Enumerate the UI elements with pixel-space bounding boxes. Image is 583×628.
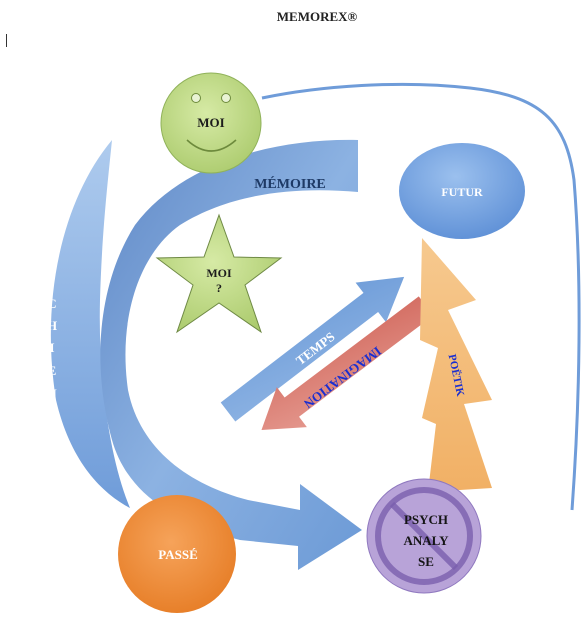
- le-chien-letter: C: [47, 296, 56, 311]
- le-chien-letter: L: [48, 231, 57, 246]
- right-eye-icon: [221, 93, 231, 103]
- star-label-line2: ?: [216, 281, 222, 295]
- star-label-line1: MOI: [206, 266, 232, 280]
- psychanalyse-line1: PSYCH: [404, 512, 448, 527]
- imagination-arrow: [261, 296, 434, 430]
- left-eye-icon: [191, 93, 201, 103]
- prohibition-slash-icon: [389, 501, 459, 571]
- moi-star: [155, 213, 283, 334]
- moi-smiley: [160, 72, 262, 174]
- moi-label: MOI: [197, 115, 224, 130]
- text-cursor: [6, 34, 7, 47]
- memoire-arrow: [100, 139, 363, 570]
- le-chien-letters: L E C H I E N: [47, 231, 57, 401]
- page-title: MEMOREX®: [277, 9, 358, 24]
- le-chien-letter: H: [47, 318, 57, 333]
- psychanalyse-line2: ANALY: [403, 533, 449, 548]
- temps-arrow: [220, 276, 405, 422]
- psychanalyse-line3: SE: [418, 554, 434, 569]
- passe-label: PASSÉ: [158, 547, 198, 562]
- memoire-label: MÉMOIRE: [254, 175, 326, 192]
- outer-arc: [261, 82, 581, 511]
- smile-icon: [186, 139, 237, 152]
- le-chien-letter: I: [49, 340, 54, 355]
- le-chien-crescent: [50, 140, 130, 508]
- passe-circle: [118, 495, 236, 613]
- le-chien-letter: E: [48, 254, 57, 269]
- le-chien-letter: E: [48, 363, 57, 378]
- le-chien-letter: N: [47, 386, 57, 401]
- psychanalyse-prohibited: [366, 478, 482, 594]
- futur-label: FUTUR: [441, 185, 483, 199]
- futur-ellipse: [399, 143, 525, 239]
- poetik-bolt: [420, 238, 492, 492]
